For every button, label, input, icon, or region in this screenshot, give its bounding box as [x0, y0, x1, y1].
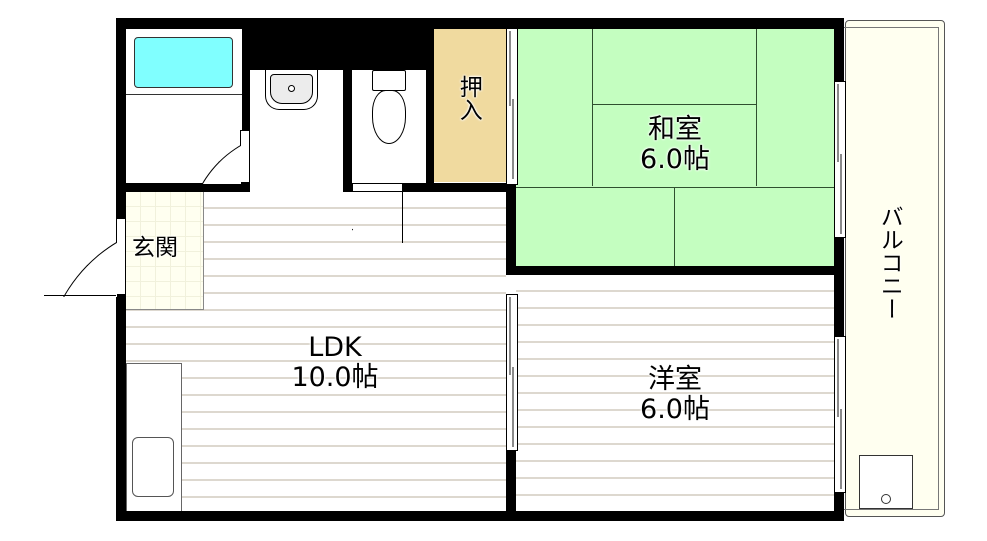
yoshitsu-floor	[516, 275, 834, 512]
window-yoshitsu[interactable]	[834, 336, 846, 493]
entrance-door-frame	[116, 218, 126, 295]
wall-ldk-right	[506, 448, 516, 521]
drain-icon	[881, 494, 891, 504]
balcony-area	[845, 20, 945, 517]
tatami-line	[674, 188, 675, 266]
wall-outer-left	[116, 295, 126, 521]
sliding-door-closet[interactable]	[506, 28, 518, 185]
ldk-size: 10.0帖	[291, 361, 379, 393]
washitsu-floor	[516, 28, 834, 266]
wall-toilet-left	[343, 18, 352, 192]
wall-outer-left	[116, 18, 126, 218]
oshiire-closet	[434, 28, 508, 182]
kitchen-sink-icon	[132, 437, 174, 497]
tatami-line	[516, 187, 834, 188]
wall-ldk-right	[506, 183, 516, 275]
ldk-label: LDK 10.0帖	[260, 333, 410, 392]
tatami-line	[756, 28, 757, 186]
wash-basin-icon	[265, 70, 318, 110]
toilet-icon	[371, 70, 407, 144]
toilet-door-frame	[352, 183, 403, 192]
wall-washitsu-yoshitsu	[506, 266, 844, 275]
ldk-name: LDK	[308, 332, 362, 363]
tatami-line	[593, 104, 756, 105]
entrance-door-leaf	[44, 295, 116, 296]
bath-divider	[126, 94, 242, 95]
wall-closet-bottom	[402, 183, 516, 192]
sliding-door-ldk-yoshitsu[interactable]	[506, 294, 518, 451]
wall-outer-right	[834, 18, 844, 82]
genkan-floor	[126, 192, 204, 310]
wall-bath-bottom	[116, 183, 250, 192]
tatami-line	[592, 28, 593, 186]
wall-closet-washitsu	[506, 18, 516, 28]
window-washitsu[interactable]	[834, 81, 846, 238]
wall-bath-right	[242, 18, 250, 130]
wall-block	[242, 18, 434, 70]
washing-machine-pan-icon	[859, 455, 913, 509]
yoshitsu-label: 洋室 6.0帖	[600, 365, 750, 424]
genkan-label: 玄関	[132, 235, 178, 261]
wall-toilet-right	[426, 18, 434, 192]
toilet-door-leaf	[402, 192, 403, 243]
balcony-inner-line	[844, 27, 939, 510]
washitsu-size: 6.0帖	[640, 143, 710, 175]
bath-door-frame	[240, 130, 250, 183]
wall-outer-bottom	[116, 511, 844, 521]
wall-outer-right	[834, 490, 844, 521]
wall-outer-top	[116, 18, 844, 29]
bathtub-icon	[134, 37, 233, 88]
washitsu-name: 和室	[648, 114, 702, 145]
wall-outer-right	[834, 234, 844, 336]
yoshitsu-size: 6.0帖	[640, 393, 710, 425]
washitsu-label: 和室 6.0帖	[600, 115, 750, 174]
yoshitsu-name: 洋室	[648, 364, 702, 395]
balcony-label: バルコニー	[876, 205, 903, 320]
oshiire-label: 押入	[455, 75, 482, 121]
